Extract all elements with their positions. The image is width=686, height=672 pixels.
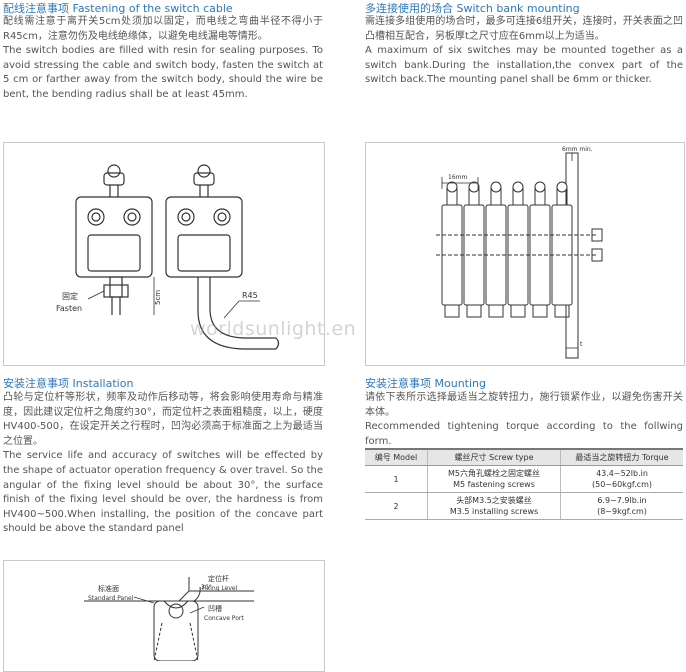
installation-figure-panel: 30° 标准面 Standard Panel 定位杆 Fixing Level … xyxy=(3,560,325,672)
table-row: 2 头部M3.5之安装螺丝 M3.5 installing screws 6.9… xyxy=(365,492,683,520)
standard-panel-zh: 标准面 xyxy=(98,584,119,593)
bank-switch-roller xyxy=(446,181,458,193)
bank-switch-roller xyxy=(468,181,480,193)
row-torque: 43.4~52lb.in (50~60kgf.cm) xyxy=(560,465,683,493)
row-screw: M5六角孔螺栓之固定螺丝 M5 fastening screws xyxy=(427,465,561,493)
installation-text-en: The service life and accuracy of switche… xyxy=(3,450,323,535)
header-model: 编号 Model xyxy=(365,448,428,466)
row-model: 1 xyxy=(365,465,428,493)
mounting-text: 请依下表所示选择最适当之旋转扭力，施行锁紧作业，以避免伤害开关本体。 Recom… xyxy=(365,391,683,449)
bank-switch-base xyxy=(532,304,548,318)
cable-text-en: The switch bodies are filled with resin … xyxy=(3,45,323,100)
row-torque-a: 43.4~52lb.in xyxy=(596,469,648,478)
installation-section-title: 安装注意事项 Installation xyxy=(3,377,134,390)
cable-figure: 固定 Fasten 5cm R45 xyxy=(56,164,280,350)
row-torque-b: (8~9kgf.cm) xyxy=(597,507,647,516)
dim-16mm-label: 16mm xyxy=(448,174,467,181)
concave-zh: 凹槽 xyxy=(208,604,222,613)
angle-label: 30° xyxy=(201,584,212,591)
bank-text-zh: 需连接多组使用的场合时，最多可连接6组开关，连接时，开关表面之凹凸槽相互配合，另… xyxy=(365,16,683,42)
mounting-section-title: 安装注意事项 Mounting xyxy=(365,377,486,390)
row-screw-en: M5 fastening screws xyxy=(453,480,535,489)
bank-switch-base xyxy=(488,304,504,318)
cable-text-zh: 配线需注意于离开关5cm处须加以固定，而电线之弯曲半径不得小于R45cm，注意勿… xyxy=(3,16,323,42)
standard-panel-en: Standard Panel xyxy=(88,595,134,602)
fasten-en-label: Fasten xyxy=(56,304,82,313)
dim-t-label: t xyxy=(580,341,583,348)
watermark: worldsunlight.en xyxy=(190,318,357,340)
switch-cable-view xyxy=(165,164,280,350)
bank-figure: 16mm 6mm min. t xyxy=(436,146,603,359)
bank-switch-base xyxy=(444,304,460,318)
bank-switch-roller xyxy=(512,181,524,193)
header-screw: 螺丝尺寸 Screw type xyxy=(427,448,561,466)
row-screw-zh: 头部M3.5之安装螺丝 xyxy=(456,496,532,505)
installation-text: 凸轮与定位杆等形状，频率及动作后移动等，将会影响使用寿命与精准度，因此建议定位杆… xyxy=(3,391,323,537)
mounting-text-zh: 请依下表所示选择最适当之旋转扭力，施行锁紧作业，以避免伤害开关本体。 xyxy=(365,392,683,418)
bank-switch-roller xyxy=(490,181,502,193)
row-screw-zh: M5六角孔螺栓之固定螺丝 xyxy=(448,469,540,478)
bank-switch-base xyxy=(510,304,526,318)
bank-switch-roller xyxy=(556,181,568,193)
bank-switch-base xyxy=(466,304,482,318)
header-torque: 最适当之旋转扭力 Torque xyxy=(560,448,683,466)
installation-figure: 30° 标准面 Standard Panel 定位杆 Fixing Level … xyxy=(84,574,254,662)
table-row: 1 M5六角孔螺栓之固定螺丝 M5 fastening screws 43.4~… xyxy=(365,465,683,493)
fasten-zh-label: 固定 xyxy=(62,291,78,301)
r45-label: R45 xyxy=(242,291,258,300)
mounting-text-en: Recommended tightening torque according … xyxy=(365,421,683,447)
r45-leader xyxy=(223,300,240,319)
cable-section-title: 配线注意事项 Fastening of the switch cable xyxy=(3,2,233,15)
bank-text-en: A maximum of six switches may be mounted… xyxy=(365,45,683,86)
fasten-leader xyxy=(87,290,105,300)
row-torque: 6.9~7.9lb.in (8~9kgf.cm) xyxy=(560,492,683,520)
fixing-level-en: Fixing Level xyxy=(202,585,238,592)
bank-section-title: 多连接使用的场合 Switch bank mounting xyxy=(365,2,580,15)
row-torque-a: 6.9~7.9lb.in xyxy=(597,496,647,505)
bank-nut-lower xyxy=(591,248,603,262)
row-torque-b: (50~60kgf.cm) xyxy=(592,480,652,489)
row-screw-en: M3.5 installing screws xyxy=(449,507,539,516)
bank-nut-upper xyxy=(591,228,603,242)
fixing-level-zh: 定位杆 xyxy=(208,574,229,583)
bank-switch-roller xyxy=(534,181,546,193)
dim-5cm-label: 5cm xyxy=(154,290,162,305)
installation-text-zh: 凸轮与定位杆等形状，频率及动作后移动等，将会影响使用寿命与精准度，因此建议定位杆… xyxy=(3,392,323,447)
cable-figure-panel: 固定 Fasten 5cm R45 xyxy=(3,142,325,366)
bank-switch-base xyxy=(554,304,570,318)
bank-figure-panel: 16mm 6mm min. t xyxy=(365,142,685,366)
row-screw: 头部M3.5之安装螺丝 M3.5 installing screws xyxy=(427,492,561,520)
bank-text: 需连接多组使用的场合时，最多可连接6组开关，连接时，开关表面之凹凸槽相互配合，另… xyxy=(365,15,683,88)
cable-text: 配线需注意于离开关5cm处须加以固定，而电线之弯曲半径不得小于R45cm，注意勿… xyxy=(3,15,323,103)
torque-table-header: 编号 Model 螺丝尺寸 Screw type 最适当之旋转扭力 Torque xyxy=(365,448,683,466)
row-model: 2 xyxy=(365,492,428,520)
torque-table: 编号 Model 螺丝尺寸 Screw type 最适当之旋转扭力 Torque… xyxy=(365,448,683,520)
concave-en: Concave Port xyxy=(204,615,244,622)
switch-front-view xyxy=(75,164,153,315)
dim-6mm-label: 6mm min. xyxy=(562,146,593,153)
